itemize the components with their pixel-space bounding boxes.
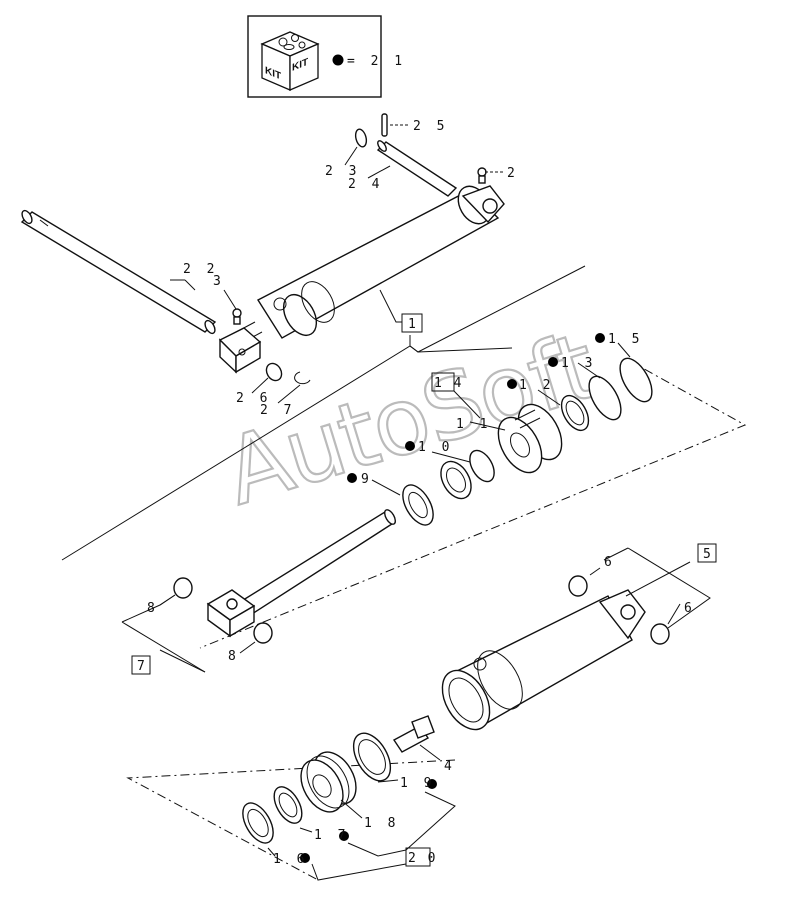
assembled-cylinder bbox=[218, 185, 505, 374]
part-3-grease-nipple bbox=[232, 308, 242, 325]
label-9: 9 bbox=[361, 472, 373, 487]
callout-labels: 2 5 2 3 2 4 2 2 2 3 2 6 2 7 1 1 5 1 3 1 … bbox=[131, 119, 717, 867]
label-17: 1 7 bbox=[314, 828, 349, 843]
label-12: 1 2 bbox=[519, 378, 554, 393]
part-19-seal bbox=[352, 732, 392, 782]
part-25-pin bbox=[381, 113, 388, 137]
part-24-pin bbox=[376, 140, 458, 197]
label-26: 2 6 bbox=[236, 391, 271, 406]
part-4-bolt bbox=[392, 715, 435, 753]
kit-legend: KIT KIT = 2 1 bbox=[247, 15, 406, 98]
label-6-lower: 6 bbox=[684, 601, 696, 616]
piston-parts bbox=[242, 715, 435, 844]
part-9-wiper bbox=[402, 484, 434, 526]
label-19: 1 9 bbox=[400, 776, 435, 791]
label-5: 5 bbox=[703, 547, 711, 562]
part-5-barrel bbox=[441, 575, 670, 731]
leader-lines-barrel bbox=[589, 547, 711, 629]
label-8-lower: 8 bbox=[228, 649, 240, 664]
label-23: 2 3 bbox=[325, 164, 360, 179]
label-1: 1 bbox=[408, 317, 416, 332]
label-13: 1 3 bbox=[561, 356, 596, 371]
label-7: 7 bbox=[137, 659, 145, 674]
part-8-bush-lower bbox=[253, 622, 273, 644]
leader-lines-middle bbox=[347, 333, 631, 496]
kit-marker-dot bbox=[332, 54, 344, 66]
part-8-bush-upper bbox=[173, 577, 193, 599]
part-6-bush-upper bbox=[568, 575, 588, 597]
part-27-clip bbox=[294, 371, 311, 385]
label-18: 1 8 bbox=[364, 816, 399, 831]
part-6-bush-lower bbox=[650, 623, 670, 645]
part-7-rod-assembly bbox=[173, 509, 397, 644]
part-bushing bbox=[440, 460, 472, 500]
part-13-ring bbox=[588, 375, 622, 421]
part-23-ring bbox=[354, 128, 368, 148]
leader-lines-rod bbox=[121, 594, 256, 673]
part-22-rod bbox=[20, 209, 217, 335]
label-3: 3 bbox=[213, 274, 225, 289]
label-22: 2 2 bbox=[183, 262, 218, 277]
label-8-upper: 8 bbox=[147, 601, 159, 616]
label-27: 2 7 bbox=[260, 403, 295, 418]
dash-boundary-seals bbox=[199, 359, 747, 649]
separator-line bbox=[61, 265, 586, 561]
leader-lines-bottom bbox=[267, 744, 456, 881]
part-18-piston bbox=[300, 751, 357, 813]
label-11: 1 1 bbox=[456, 417, 491, 432]
label-4: 4 bbox=[444, 759, 456, 774]
part-26-washer bbox=[265, 362, 283, 382]
label-2: 2 bbox=[507, 166, 519, 181]
label-24: 2 4 bbox=[348, 177, 383, 192]
label-20: 2 0 bbox=[408, 851, 437, 866]
kit-box-icon: KIT KIT bbox=[260, 31, 320, 91]
label-10: 1 0 bbox=[418, 440, 453, 455]
kit-legend-text: = 2 1 bbox=[347, 54, 406, 69]
part-15-seal bbox=[619, 357, 653, 403]
seal-parts bbox=[402, 357, 653, 526]
part-17-ring bbox=[273, 786, 303, 824]
part-2-grease-nipple bbox=[477, 167, 487, 184]
label-14: 1 4 bbox=[434, 376, 463, 391]
label-15: 1 5 bbox=[608, 332, 643, 347]
part-16-ring bbox=[242, 802, 274, 844]
label-25: 2 5 bbox=[413, 119, 448, 134]
label-6-upper: 6 bbox=[604, 555, 616, 570]
label-16: 1 6 bbox=[273, 852, 308, 867]
part-11-piston bbox=[497, 403, 563, 474]
part-12-ring bbox=[560, 394, 590, 432]
part-10-ring bbox=[469, 449, 495, 483]
